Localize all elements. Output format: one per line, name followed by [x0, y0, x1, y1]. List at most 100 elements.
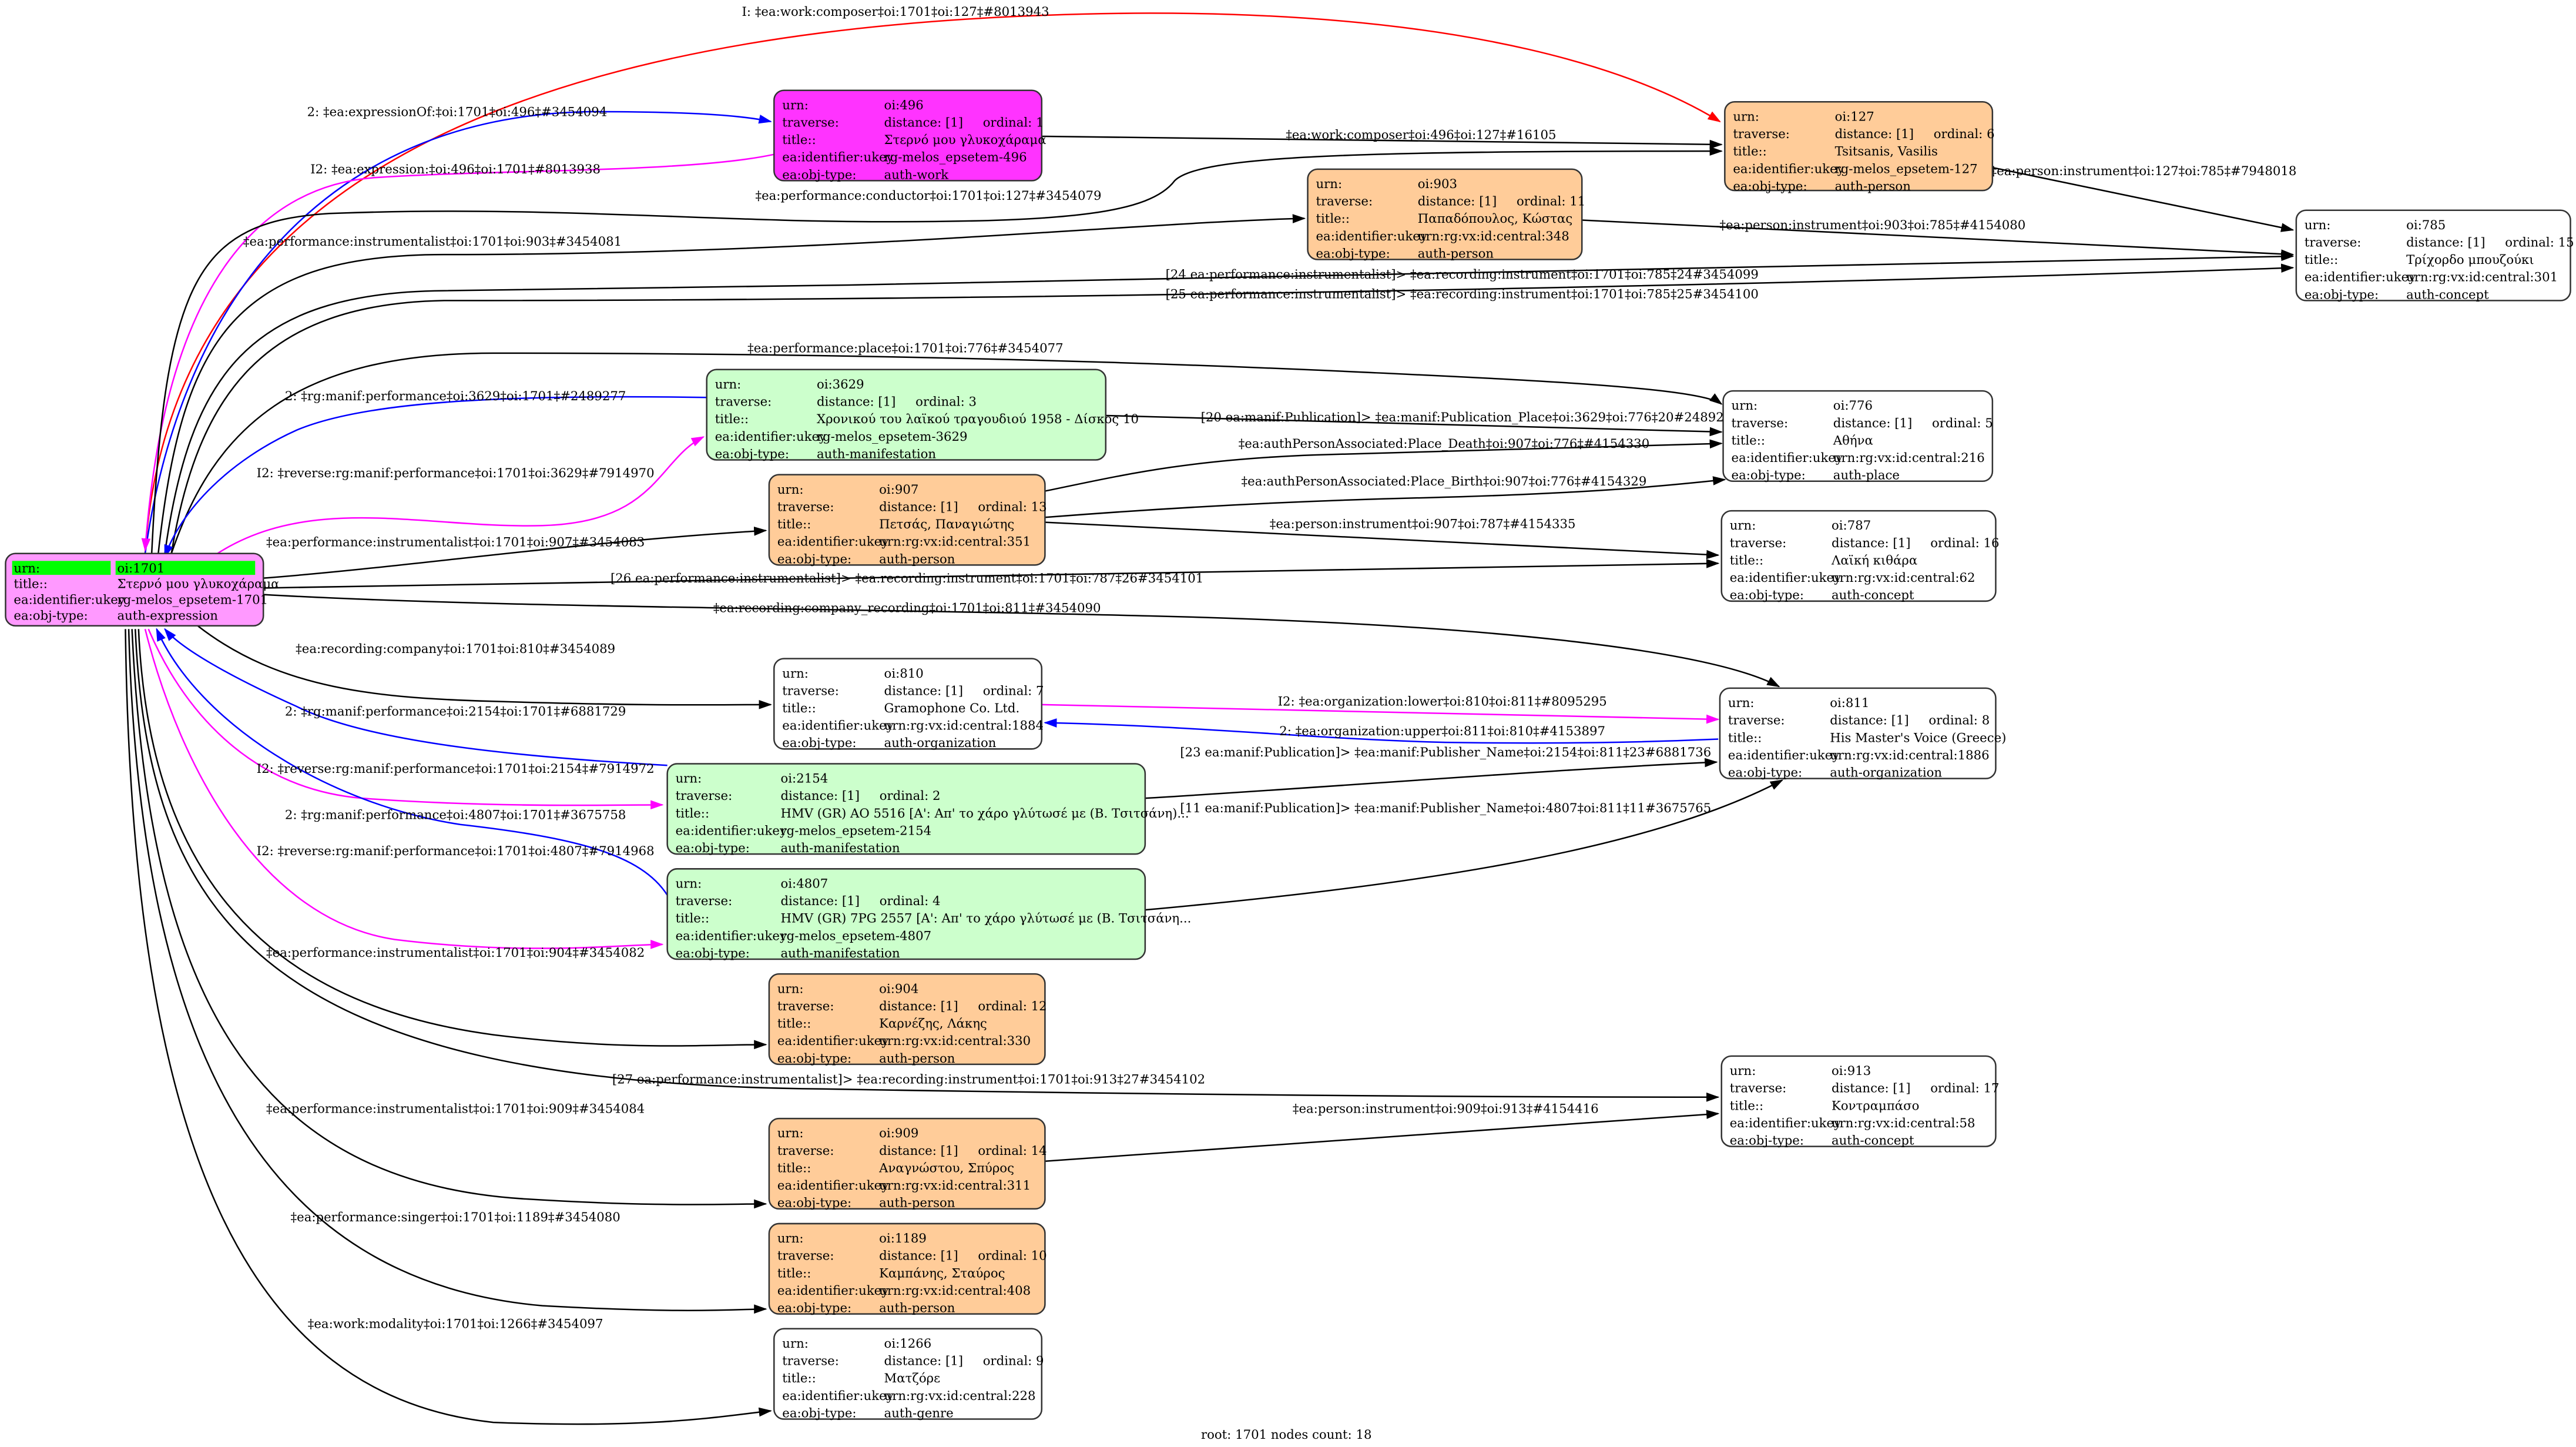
node-box[interactable] — [1724, 101, 1994, 192]
edge-label: [27 ea:performance:instrumentalist]> ‡ea… — [612, 1072, 1205, 1087]
row-key-title: title:: — [777, 1161, 811, 1175]
row-key-traverse: traverse: — [1733, 127, 1790, 142]
edge-label: ‡ea:work:modality‡oi:1701‡oi:1266‡#34540… — [308, 1317, 603, 1332]
edge-1701-to-1189 — [128, 629, 767, 1314]
edge-label: I2: ‡ea:expression:‡oi:496‡oi:1701‡#8013… — [310, 162, 601, 177]
row-key-traverse: traverse: — [1316, 195, 1373, 209]
row-key-type: ea:obj-type: — [1732, 468, 1806, 483]
row-key-urn: urn: — [676, 876, 702, 891]
row-value-title: HMV (GR) 7PG 2557 [A': Απ' το χάρο γλύτω… — [780, 912, 1191, 926]
node-box[interactable] — [768, 973, 1046, 1066]
row-key-urn: urn: — [1730, 518, 1756, 533]
row-key-title: title:: — [676, 912, 709, 926]
row-value-ukey: urn:rg:vx:id:central:311 — [879, 1178, 1031, 1193]
edge-label: ‡ea:person:instrument‡oi:909‡oi:913‡#415… — [1293, 1102, 1599, 1117]
row-value-urn: oi:1266 — [884, 1337, 932, 1351]
row-value-type: auth-organization — [884, 736, 997, 751]
row-key-type: ea:obj-type: — [2305, 287, 2379, 302]
row-value-title: Καμπάνης, Σταύρος — [879, 1266, 1005, 1281]
row-key-ukey: ea:identifier:ukey — [1730, 571, 1841, 585]
node-box[interactable] — [666, 868, 1146, 960]
node-box[interactable] — [773, 89, 1043, 182]
row-key-type: ea:obj-type: — [715, 447, 789, 461]
row-value-type: auth-person — [879, 1301, 955, 1316]
edge-label: I2: ‡reverse:rg:manif:performance‡oi:170… — [257, 466, 655, 481]
row-key-title: title:: — [1733, 145, 1766, 159]
edge-907-to-787 — [1045, 521, 1720, 560]
edge-2154-to-811 — [1145, 758, 1718, 799]
row-key-title: title:: — [1728, 731, 1762, 745]
row-value-urn: oi:904 — [879, 982, 918, 996]
row-value-traverse: distance: [1] ordinal: 2 — [780, 789, 940, 803]
row-value-type: auth-manifestation — [780, 946, 900, 961]
row-key-traverse: traverse: — [782, 1354, 839, 1369]
node-box[interactable] — [1720, 510, 1997, 602]
edge-1701-to-127 — [144, 12, 1721, 554]
row-key-traverse: traverse: — [676, 789, 733, 803]
row-key-ukey: ea:identifier:ukey — [715, 430, 826, 444]
row-value-ukey: urn:rg:vx:id:central:351 — [879, 535, 1031, 550]
edge-903-to-785 — [1582, 219, 2295, 259]
row-key-type: ea:obj-type: — [777, 1301, 851, 1316]
edge-label: ‡ea:authPersonAssociated:Place_Death‡oi:… — [1239, 437, 1650, 451]
node-box[interactable] — [706, 369, 1107, 461]
row-value-title: Αναγνώστου, Σπύρος — [878, 1161, 1014, 1175]
node-box[interactable] — [768, 1117, 1046, 1210]
node-box[interactable] — [1719, 687, 1997, 779]
edge-1701-to-913 — [134, 629, 1720, 1102]
edge-1701-to-787 — [263, 559, 1720, 589]
row-key-traverse: traverse: — [777, 500, 834, 514]
row-value-urn: oi:4807 — [780, 876, 828, 891]
root-highlight — [12, 561, 111, 575]
node-box[interactable] — [1720, 1055, 1997, 1147]
row-value-traverse: distance: [1] ordinal: 10 — [879, 1249, 1047, 1264]
edge-label: I2: ‡ea:organization:lower‡oi:810‡oi:811… — [1278, 695, 1607, 709]
node-box[interactable] — [768, 474, 1046, 566]
edge-1701-to-3629 — [217, 436, 705, 554]
node-box[interactable] — [773, 658, 1043, 750]
row-key-urn: urn: — [777, 1126, 804, 1141]
row-key-type: ea:obj-type: — [777, 1051, 851, 1066]
row-key-type: ea:obj-type: — [777, 552, 851, 567]
node-box[interactable] — [666, 763, 1146, 855]
row-value-urn: oi:1189 — [879, 1231, 927, 1246]
edge-label: ‡ea:performance:instrumentalist‡oi:1701‡… — [243, 235, 622, 249]
row-key-type: ea:obj-type: — [777, 1196, 851, 1211]
edge-label: ‡ea:authPersonAssociated:Place_Birth‡oi:… — [1242, 474, 1647, 489]
edge-1701-to-785 — [164, 252, 2295, 554]
row-key-title: title:: — [777, 517, 811, 532]
row-value-type: auth-work — [884, 168, 949, 182]
edge-label: ‡ea:recording:company‡oi:1701‡oi:810‡#34… — [296, 642, 615, 656]
edge-907-to-776 — [1045, 476, 1726, 518]
row-key-title: title:: — [14, 577, 47, 592]
row-value-type: auth-genre — [884, 1406, 954, 1421]
edge-label: ‡ea:performance:place‡oi:1701‡oi:776‡#34… — [747, 341, 1064, 356]
node-box[interactable] — [1722, 390, 1994, 483]
row-value-ukey: rg-melos_epsetem-1701 — [117, 593, 268, 608]
row-key-type: ea:obj-type: — [782, 168, 856, 182]
edge-1701-to-776 — [170, 352, 1723, 554]
node-box[interactable] — [2295, 209, 2571, 302]
node-box[interactable] — [1307, 168, 1583, 260]
node-box[interactable] — [773, 1328, 1043, 1420]
node-box[interactable] — [768, 1222, 1046, 1315]
edge-909-to-913 — [1045, 1110, 1720, 1163]
